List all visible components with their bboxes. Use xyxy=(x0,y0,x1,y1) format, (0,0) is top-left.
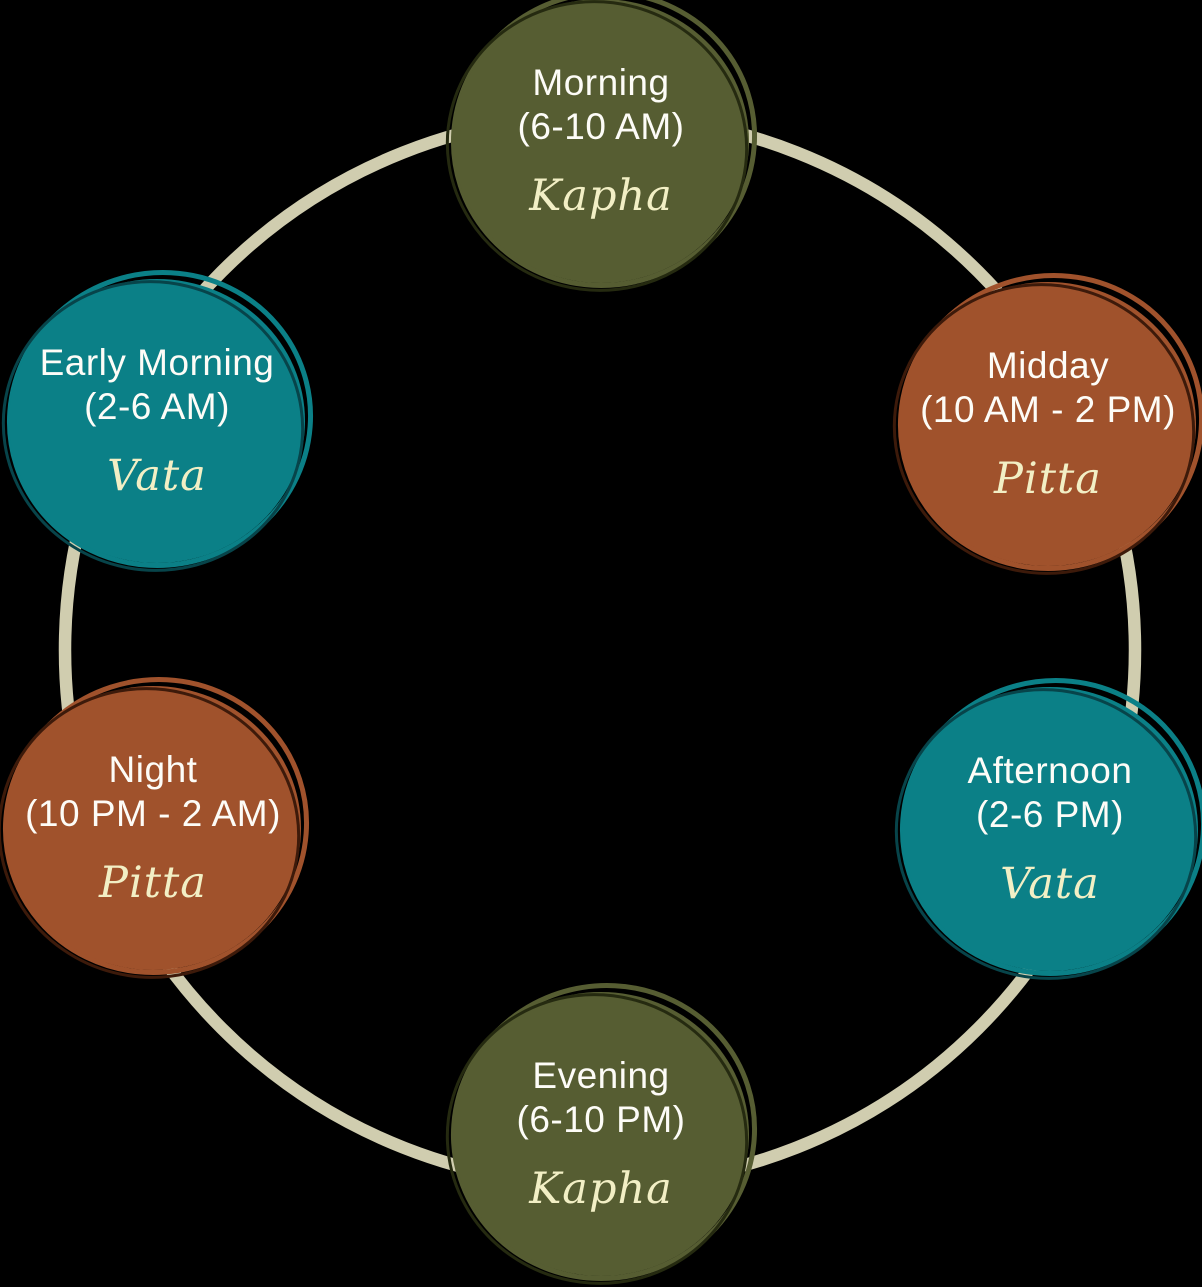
midday-sketch-outline xyxy=(897,273,1202,571)
midday-circle xyxy=(900,282,1196,566)
evening-circle xyxy=(453,992,749,1276)
node-circle-early-morning xyxy=(1,270,314,572)
evening-sketch-outline xyxy=(450,983,758,1281)
node-circle-afternoon xyxy=(894,678,1202,980)
night-sketch-dark xyxy=(0,687,301,979)
morning-sketch-outline xyxy=(450,0,758,288)
night-sketch-outline xyxy=(2,677,310,975)
afternoon-sketch-dark xyxy=(894,688,1198,980)
early-morning-sketch-outline xyxy=(6,270,314,568)
early-morning-sketch-dark xyxy=(1,280,305,572)
early-morning-circle xyxy=(9,279,305,563)
node-circle-night xyxy=(0,677,310,979)
node-circle-evening xyxy=(445,983,758,1285)
midday-sketch-dark xyxy=(892,283,1196,575)
night-circle xyxy=(5,686,301,970)
afternoon-circle xyxy=(902,687,1198,971)
node-circle-midday xyxy=(892,273,1202,575)
afternoon-sketch-outline xyxy=(899,678,1202,976)
node-circle-morning xyxy=(445,0,758,292)
morning-circle xyxy=(453,0,749,283)
morning-sketch-dark xyxy=(445,0,749,292)
evening-sketch-dark xyxy=(445,993,749,1285)
